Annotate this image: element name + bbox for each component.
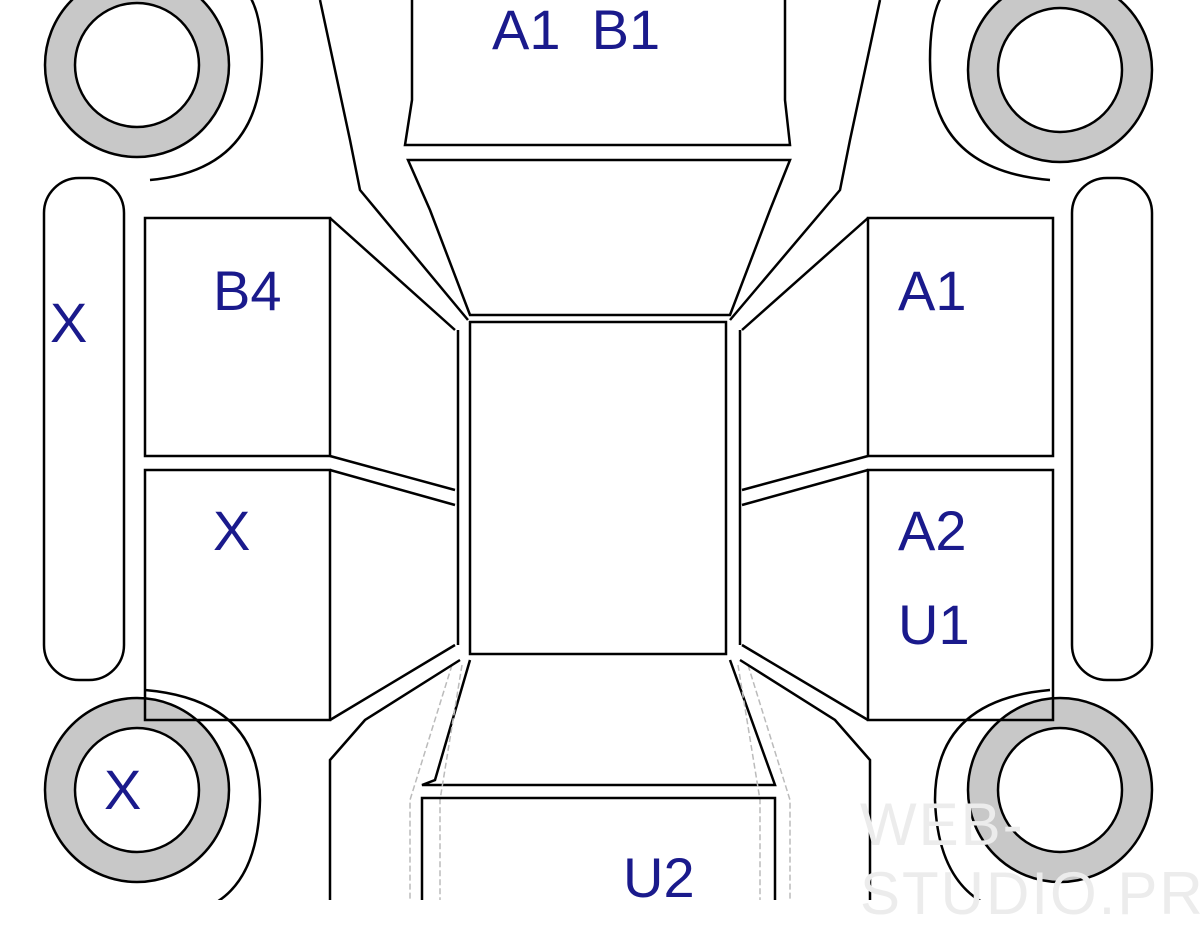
wheel-rear-right[interactable] xyxy=(966,696,1154,884)
hood[interactable] xyxy=(403,0,792,147)
wheel-front-right[interactable] xyxy=(966,0,1154,164)
rear-left-wheel-label: X xyxy=(104,758,142,821)
roof[interactable] xyxy=(468,320,728,656)
left-rear-door-label: X xyxy=(213,499,251,562)
right-front-door[interactable] xyxy=(866,216,1055,458)
left-sill[interactable] xyxy=(42,176,126,682)
left-front-door[interactable] xyxy=(143,216,332,458)
right-rear-door-label-1: A2 xyxy=(898,499,967,562)
left-front-door-label: B4 xyxy=(213,259,282,322)
trunk[interactable] xyxy=(420,796,777,900)
car-diagram xyxy=(42,0,1154,900)
wheel-rear-left[interactable] xyxy=(43,696,231,884)
trunk-label: U2 xyxy=(623,846,695,909)
right-front-door-label: A1 xyxy=(898,259,967,322)
watermark: WEB-STUDIO.PRO xyxy=(860,791,1200,927)
right-rear-door[interactable] xyxy=(866,468,1055,722)
windshield[interactable] xyxy=(406,158,792,317)
hood-label: A1 B1 xyxy=(492,0,661,61)
rear-window[interactable] xyxy=(421,659,777,787)
wheel-front-left[interactable] xyxy=(43,0,231,159)
right-rear-door-label-2: U1 xyxy=(898,593,970,656)
left-rear-door[interactable] xyxy=(143,468,332,722)
left-sill-label: X xyxy=(50,291,88,354)
right-sill[interactable] xyxy=(1070,176,1154,682)
